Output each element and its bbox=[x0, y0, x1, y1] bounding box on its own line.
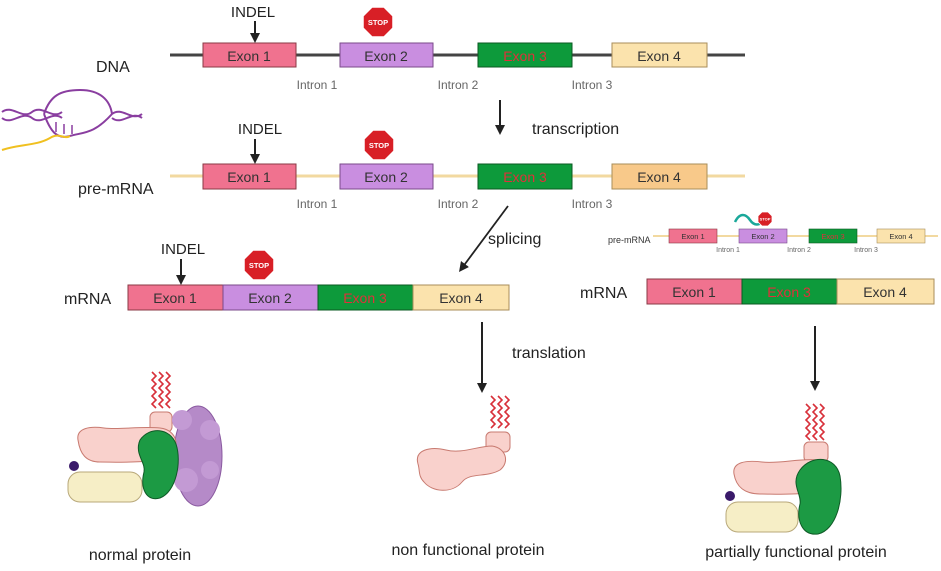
mrna-right-exon-4-label: Exon 4 bbox=[863, 284, 907, 300]
pre-mrna-exon-1: Exon 1 bbox=[202, 163, 297, 190]
mrna-exon-3-label: Exon 3 bbox=[343, 290, 387, 306]
stop-text-small: STOP bbox=[760, 217, 771, 222]
pre-mrna-exon-4-label: Exon 4 bbox=[637, 169, 681, 185]
transcription-label: transcription bbox=[532, 121, 619, 138]
pre-mrna-small-exon-3: Exon 3 bbox=[808, 228, 858, 244]
pre-mrna-small-intron-1-label: Intron 1 bbox=[716, 247, 740, 254]
mrna-exon-1: Exon 1 bbox=[127, 284, 224, 311]
mrna-right-exon-3-label: Exon 3 bbox=[767, 284, 811, 300]
indel-label-dna: INDEL bbox=[231, 4, 275, 21]
mrna-exon-2: Exon 2 bbox=[222, 284, 319, 311]
pre-mrna-label: pre-mRNA bbox=[78, 181, 154, 198]
pre-mrna-intron-2-label: Intron 2 bbox=[438, 197, 479, 211]
pre-mrna-small-exon-4: Exon 4 bbox=[876, 228, 926, 244]
pre-mrna-exon-3: Exon 3 bbox=[477, 163, 573, 190]
dna-exon-1-label: Exon 1 bbox=[227, 48, 271, 64]
dna-exon-3: Exon 3 bbox=[477, 42, 573, 68]
mrna-exon-2-label: Exon 2 bbox=[248, 290, 292, 306]
mrna-label: mRNA bbox=[64, 291, 111, 308]
mrna-right-exon-4: Exon 4 bbox=[836, 278, 935, 305]
partially-functional-protein-illustration bbox=[725, 403, 842, 535]
non-functional-protein-label: non functional protein bbox=[392, 542, 545, 559]
pre-mrna-intron-1-label: Intron 1 bbox=[297, 197, 338, 211]
stop-text-mrna: STOP bbox=[249, 261, 269, 270]
indel-label-pre-mrna: INDEL bbox=[238, 121, 282, 138]
dna-exon-4: Exon 4 bbox=[611, 42, 708, 68]
stop-text-dna: STOP bbox=[368, 18, 388, 27]
stop-sign-mrna: STOP bbox=[243, 249, 275, 281]
mrna-right-exon-3: Exon 3 bbox=[741, 278, 838, 305]
dna-exon-4-label: Exon 4 bbox=[637, 48, 681, 64]
stop-sign-pre-mrna: STOP bbox=[363, 129, 395, 161]
dna-intron-2-label: Intron 2 bbox=[438, 78, 479, 92]
stop-sign-dna: STOP bbox=[362, 6, 394, 38]
pre-mrna-small-intron-2-label: Intron 2 bbox=[787, 247, 811, 254]
dna-exon-3-label: Exon 3 bbox=[503, 48, 547, 64]
pre-mrna-small-exon-1: Exon 1 bbox=[668, 228, 718, 244]
dna-intron-1-label: Intron 1 bbox=[297, 78, 338, 92]
transcription-bubble-illustration bbox=[1, 88, 143, 151]
pre-mrna-small-exon-1-label: Exon 1 bbox=[681, 232, 704, 241]
translation-label: translation bbox=[512, 345, 586, 362]
pre-mrna-small-exon-2: Exon 2 bbox=[738, 228, 788, 244]
normal-protein-label: normal protein bbox=[89, 547, 191, 564]
mrna-exon-4-label: Exon 4 bbox=[439, 290, 483, 306]
mrna-right-exon-1: Exon 1 bbox=[646, 278, 743, 305]
normal-protein-illustration bbox=[67, 371, 223, 507]
pre-mrna-intron-3-label: Intron 3 bbox=[572, 197, 613, 211]
pre-mrna-exon-2: Exon 2 bbox=[339, 163, 434, 190]
pre-mrna-small-exon-3-label: Exon 3 bbox=[821, 232, 844, 241]
pre-mrna-exon-3-label: Exon 3 bbox=[503, 169, 547, 185]
stop-sign-small: STOP bbox=[757, 211, 773, 227]
splicing-label: splicing bbox=[488, 231, 541, 248]
mrna-exon-1-label: Exon 1 bbox=[153, 290, 197, 306]
dna-label: DNA bbox=[96, 59, 130, 76]
mrna-exon-3: Exon 3 bbox=[317, 284, 414, 311]
stop-text-pre-mrna: STOP bbox=[369, 141, 389, 150]
pre-mrna-exon-4: Exon 4 bbox=[611, 163, 708, 190]
pre-mrna-small-exon-4-label: Exon 4 bbox=[889, 232, 912, 241]
mrna-right-label: mRNA bbox=[580, 285, 627, 302]
partially-functional-protein-label: partially functional protein bbox=[705, 544, 886, 561]
pre-mrna-small-intron-3-label: Intron 3 bbox=[854, 247, 878, 254]
splicing-arrow bbox=[459, 205, 509, 273]
dna-exon-1: Exon 1 bbox=[202, 42, 297, 68]
indel-label-mrna: INDEL bbox=[161, 241, 205, 258]
mrna-exon-4: Exon 4 bbox=[412, 284, 510, 311]
non-functional-protein-illustration bbox=[416, 395, 511, 491]
pre-mrna-small-exon-2-label: Exon 2 bbox=[751, 232, 774, 241]
pre-mrna-exon-1-label: Exon 1 bbox=[227, 169, 271, 185]
dna-exon-2-label: Exon 2 bbox=[364, 48, 408, 64]
mrna-right-exon-1-label: Exon 1 bbox=[672, 284, 716, 300]
pre-mrna-exon-2-label: Exon 2 bbox=[364, 169, 408, 185]
pre-mrna-small-label: pre-mRNA bbox=[608, 235, 651, 245]
dna-exon-2: Exon 2 bbox=[339, 42, 434, 68]
dna-intron-3-label: Intron 3 bbox=[572, 78, 613, 92]
